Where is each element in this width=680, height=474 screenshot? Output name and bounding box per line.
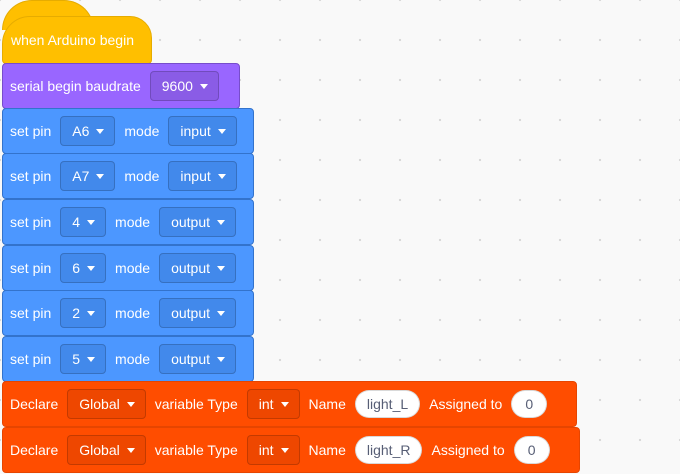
variable-type-label: variable Type	[154, 442, 238, 458]
set-pin-label: set pin	[10, 214, 52, 230]
set-pin-block[interactable]: set pin 5 mode output	[2, 336, 254, 382]
pin-dropdown[interactable]: A7	[60, 161, 116, 191]
mode-value: input	[180, 168, 211, 184]
when-arduino-begin-block[interactable]: when Arduino begin	[2, 16, 152, 64]
mode-label: mode	[124, 123, 160, 139]
dropdown-arrow-icon	[126, 402, 135, 407]
assigned-to-label: Assigned to	[431, 442, 505, 458]
scope-value: Global	[79, 396, 120, 412]
set-pin-block[interactable]: set pin 4 mode output	[2, 199, 254, 245]
declare-label: Declare	[10, 396, 59, 412]
set-pin-label: set pin	[10, 305, 52, 321]
baudrate-value: 9600	[161, 78, 193, 94]
dropdown-arrow-icon	[217, 174, 226, 179]
mode-dropdown[interactable]: input	[168, 116, 237, 146]
type-value: int	[258, 396, 274, 412]
scope-dropdown[interactable]: Global	[67, 435, 146, 465]
set-pin-block[interactable]: set pin A6 mode input	[2, 108, 254, 154]
serial-begin-block[interactable]: serial begin baudrate 9600	[2, 63, 240, 109]
hat-block-label: when Arduino begin	[11, 32, 134, 48]
pin-dropdown[interactable]: 4	[60, 207, 107, 237]
mode-dropdown[interactable]: input	[168, 161, 237, 191]
dropdown-arrow-icon	[87, 357, 96, 362]
mode-label: mode	[124, 168, 160, 184]
assigned-to-label: Assigned to	[429, 396, 503, 412]
set-pin-block[interactable]: set pin A7 mode input	[2, 153, 254, 199]
type-dropdown[interactable]: int	[246, 389, 300, 419]
mode-dropdown[interactable]: output	[159, 253, 237, 283]
pin-dropdown[interactable]: 2	[60, 298, 107, 328]
initial-value-field[interactable]: 0	[511, 390, 548, 418]
mode-value: input	[180, 123, 211, 139]
mode-dropdown[interactable]: output	[159, 344, 237, 374]
mode-value: output	[171, 305, 211, 321]
dropdown-arrow-icon	[280, 448, 289, 453]
pin-dropdown[interactable]: 6	[60, 253, 107, 283]
mode-value: output	[171, 351, 211, 367]
mode-dropdown[interactable]: output	[159, 207, 237, 237]
mode-label: mode	[115, 260, 151, 276]
dropdown-arrow-icon	[87, 311, 96, 316]
mode-label: mode	[115, 305, 151, 321]
set-pin-block[interactable]: set pin 2 mode output	[2, 290, 254, 336]
dropdown-arrow-icon	[217, 311, 226, 316]
scope-value: Global	[79, 442, 120, 458]
mode-dropdown[interactable]: output	[159, 298, 237, 328]
pin-value: 6	[72, 260, 81, 276]
variable-name-field[interactable]: light_R	[354, 436, 423, 464]
dropdown-arrow-icon	[96, 129, 105, 134]
dropdown-arrow-icon	[199, 84, 208, 89]
variable-type-label: variable Type	[154, 396, 238, 412]
declare-label: Declare	[10, 442, 59, 458]
set-pin-block[interactable]: set pin 6 mode output	[2, 245, 254, 291]
dropdown-arrow-icon	[96, 174, 105, 179]
pin-value: A6	[72, 123, 90, 139]
dropdown-arrow-icon	[87, 220, 96, 225]
name-label: Name	[308, 396, 346, 412]
mode-label: mode	[115, 214, 151, 230]
mode-label: mode	[115, 351, 151, 367]
mode-value: output	[171, 260, 211, 276]
pin-value: A7	[72, 168, 90, 184]
pin-value: 2	[72, 305, 81, 321]
serial-begin-label: serial begin baudrate	[10, 78, 141, 94]
mode-value: output	[171, 214, 211, 230]
pin-value: 5	[72, 351, 81, 367]
type-dropdown[interactable]: int	[246, 435, 300, 465]
variable-name-field[interactable]: light_L	[354, 390, 421, 418]
dropdown-arrow-icon	[217, 266, 226, 271]
dropdown-arrow-icon	[126, 448, 135, 453]
declare-variable-block[interactable]: Declare Global variable Type int Name li…	[2, 381, 577, 427]
pin-dropdown[interactable]: A6	[60, 116, 116, 146]
set-pin-label: set pin	[10, 351, 52, 367]
dropdown-arrow-icon	[217, 129, 226, 134]
declare-variable-block[interactable]: Declare Global variable Type int Name li…	[2, 427, 580, 473]
initial-value-field[interactable]: 0	[513, 436, 550, 464]
baudrate-dropdown[interactable]: 9600	[149, 71, 219, 101]
type-value: int	[258, 442, 274, 458]
dropdown-arrow-icon	[87, 266, 96, 271]
pin-value: 4	[72, 214, 81, 230]
dropdown-arrow-icon	[280, 402, 289, 407]
scope-dropdown[interactable]: Global	[67, 389, 146, 419]
name-label: Name	[308, 442, 346, 458]
set-pin-label: set pin	[10, 168, 52, 184]
set-pin-label: set pin	[10, 260, 52, 276]
dropdown-arrow-icon	[217, 220, 226, 225]
pin-dropdown[interactable]: 5	[60, 344, 107, 374]
set-pin-label: set pin	[10, 123, 52, 139]
dropdown-arrow-icon	[217, 357, 226, 362]
